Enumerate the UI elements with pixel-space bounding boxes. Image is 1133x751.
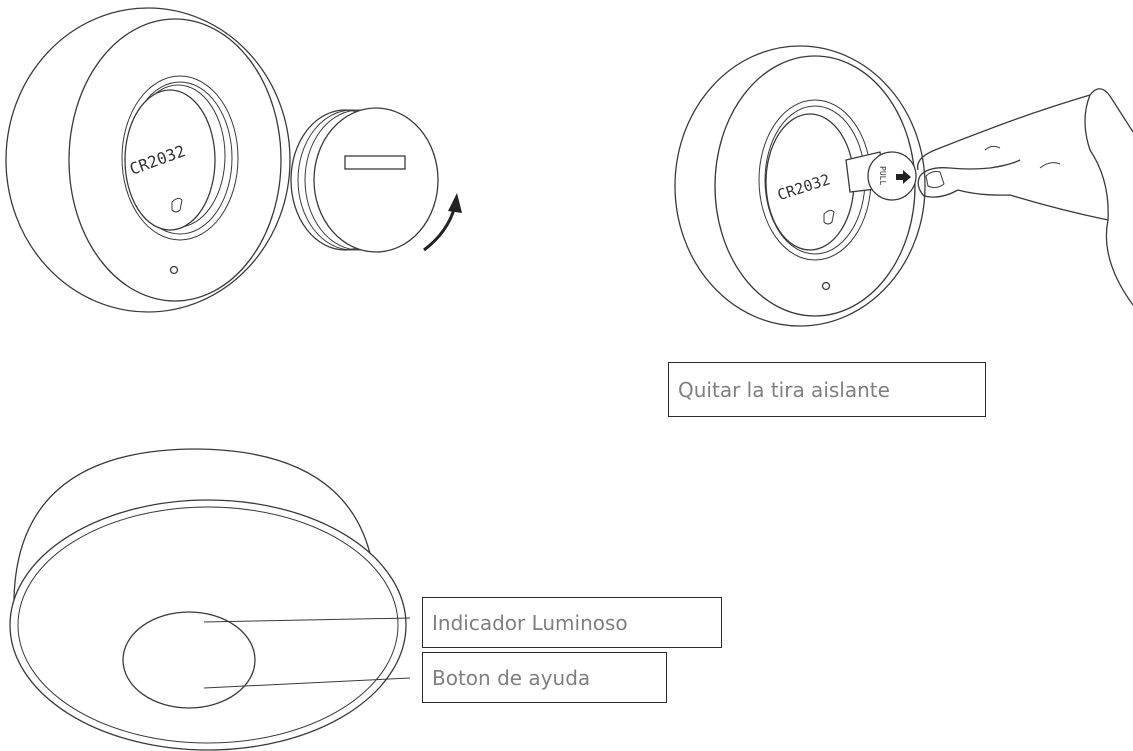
battery-cover-illustration — [290, 107, 439, 253]
pull-tab-label: PULL — [878, 166, 887, 185]
device-pull-strip-illustration: CR2032 PULL — [674, 45, 1133, 327]
light-indicator-callout: Indicador Luminoso — [422, 597, 722, 648]
help-button-callout: Boton de ayuda — [422, 652, 667, 703]
device-front-illustration — [9, 448, 411, 751]
hand-illustration — [916, 88, 1133, 306]
led-dot-icon — [169, 265, 179, 275]
device-back-open-illustration: CR2032 — [5, 7, 291, 313]
curved-arrow-icon — [423, 193, 462, 252]
led-dot-icon — [821, 281, 831, 291]
arrow-right-icon — [896, 170, 911, 184]
remove-strip-callout: Quitar la tira aislante — [668, 362, 986, 417]
help-button-area — [122, 611, 256, 709]
